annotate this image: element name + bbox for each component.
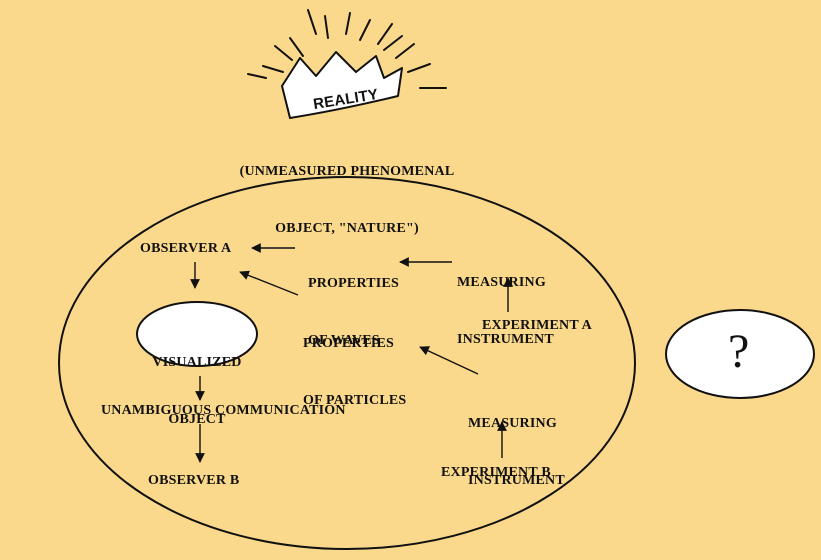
observer-a-label: OBSERVER A — [140, 241, 232, 256]
measuring-instrument-b-line2: INSTRUMENT — [468, 473, 565, 488]
measuring-instrument-b-line1: MEASURING — [468, 416, 557, 431]
properties-of-waves-line2: OF WAVES — [308, 333, 380, 348]
visualized-object-line2: OBJECT — [168, 412, 226, 427]
measuring-instrument-a-line2: INSTRUMENT — [457, 332, 554, 347]
experiment-b-label: EXPERIMENT B — [441, 465, 551, 480]
properties-of-particles-line1: PROPERTIES — [303, 336, 394, 351]
unknown-bubble — [665, 309, 815, 399]
reality-caption: (UNMEASURED PHENOMENAL OBJECT, "NATURE") — [212, 124, 482, 276]
reality-rays — [247, 9, 447, 89]
unknown-question-mark: ? — [728, 325, 750, 378]
observer-b-label: OBSERVER B — [148, 473, 240, 488]
arrow-instrument-b-to-particles — [419, 346, 479, 375]
measuring-instrument-b-label: MEASURING INSTRUMENT — [468, 376, 565, 528]
measuring-instrument-a-label: MEASURING INSTRUMENT — [457, 235, 554, 387]
properties-of-particles-label: PROPERTIES OF PARTICLES — [303, 296, 406, 448]
unambiguous-communication-label: UNAMBIGUOUS COMMUNICATION — [101, 403, 346, 418]
arrow-particles-to-observer-a — [239, 270, 299, 296]
measuring-instrument-a-line1: MEASURING — [457, 275, 546, 290]
experiment-a-label: EXPERIMENT A — [482, 318, 592, 333]
properties-of-waves-label: PROPERTIES OF WAVES — [308, 236, 399, 388]
visualized-object-line1: VISUALIZED — [152, 355, 242, 370]
observation-domain-ellipse — [58, 176, 636, 550]
reality-crown-icon — [281, 51, 403, 119]
reality-caption-line1: (UNMEASURED PHENOMENAL — [239, 164, 455, 179]
properties-of-waves-line1: PROPERTIES — [308, 276, 399, 291]
visualized-object-bubble — [136, 301, 258, 367]
visualized-object-label: VISUALIZED OBJECT — [140, 315, 254, 467]
reality-caption-line2: OBJECT, "NATURE") — [275, 221, 419, 236]
properties-of-particles-line2: OF PARTICLES — [303, 393, 407, 408]
